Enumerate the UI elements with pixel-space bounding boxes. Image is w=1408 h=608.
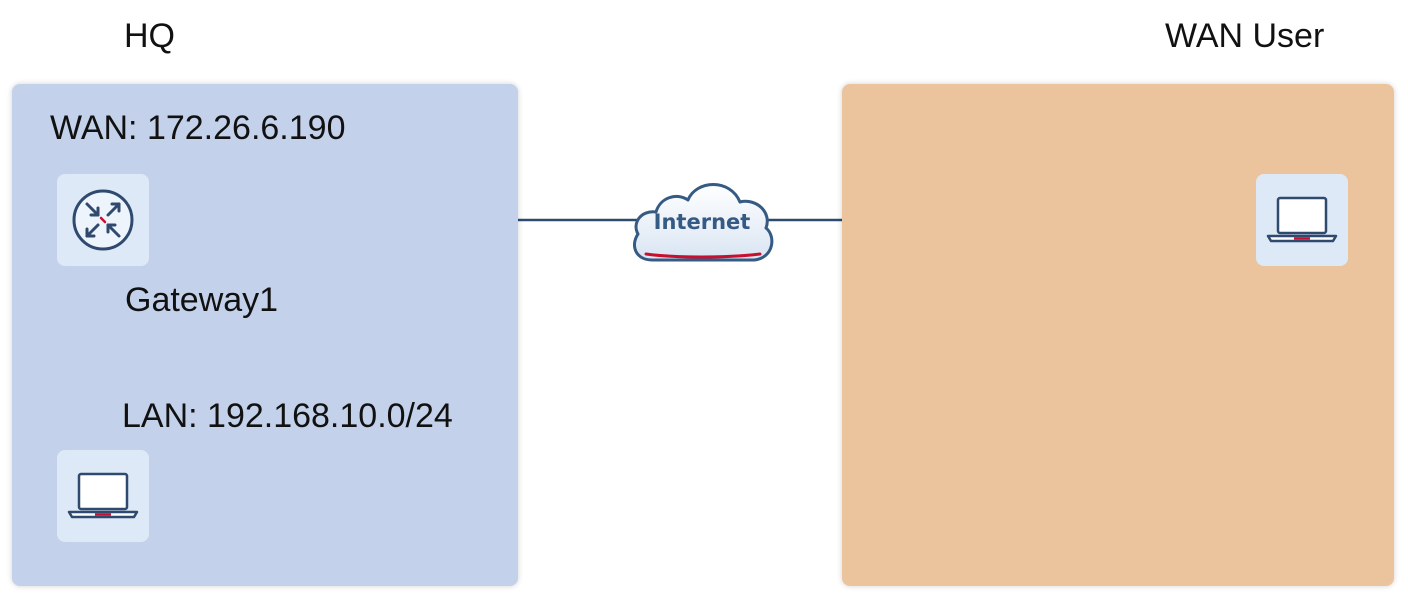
lan-pc-device[interactable] — [57, 450, 149, 542]
gateway-label: Gateway1 — [125, 281, 279, 319]
gateway1-device[interactable] — [57, 174, 149, 266]
internet-label: Internet — [653, 210, 751, 234]
wan-ip-label: WAN: 172.26.6.190 — [50, 109, 346, 147]
laptop-icon — [1266, 196, 1338, 243]
wan-user-zone-title: WAN User — [1165, 17, 1325, 55]
cloud-icon — [633, 183, 774, 262]
wan-user-zone — [842, 84, 1394, 586]
wan-pc-device[interactable] — [1256, 174, 1348, 266]
hq-zone-title: HQ — [124, 17, 175, 55]
lan-subnet-label: LAN: 192.168.10.0/24 — [122, 397, 453, 435]
internet-cloud[interactable]: Internet — [626, 172, 778, 268]
laptop-icon — [67, 472, 139, 519]
router-icon — [72, 189, 134, 251]
